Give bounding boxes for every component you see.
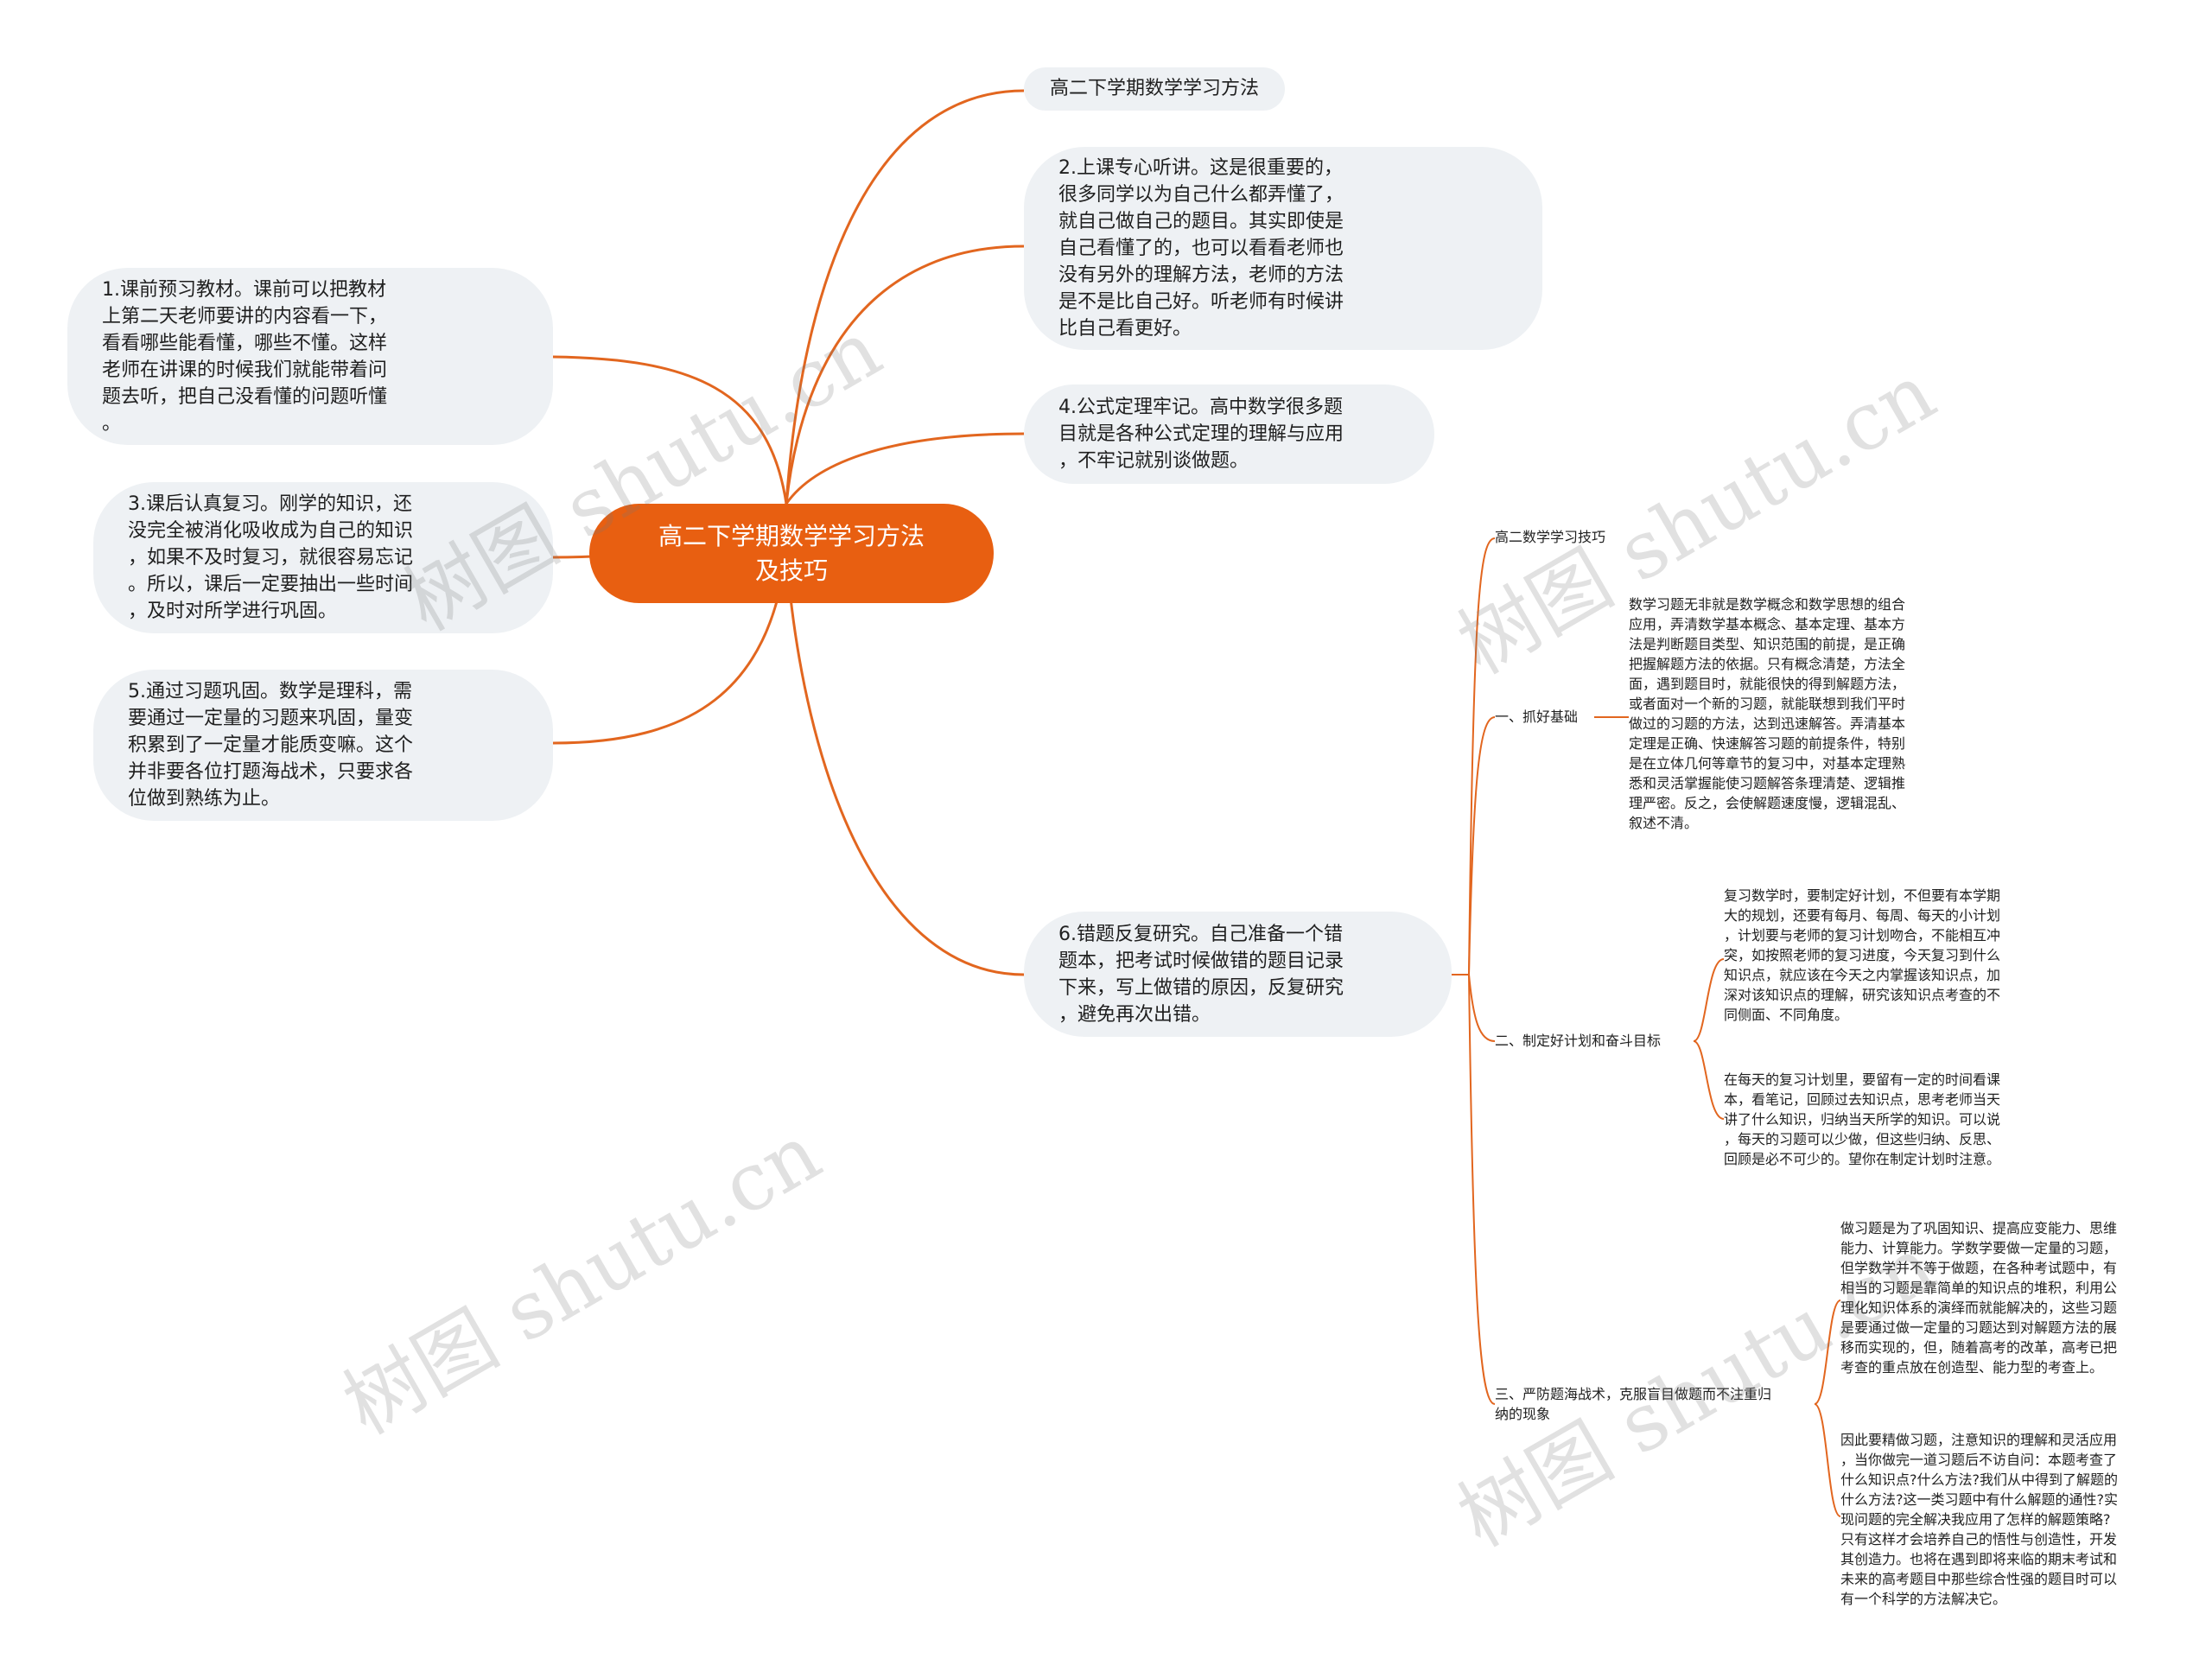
subtree-s2-label[interactable]: 二、制定好计划和奋斗目标 xyxy=(1495,1033,1662,1049)
branch-item4[interactable]: 4.公式定理牢记。高中数学很多题 目就是各种公式定理的理解与应用 ，不牢记就别谈… xyxy=(1024,384,1434,484)
link-s3-b xyxy=(1814,1403,1841,1517)
link-title-pill xyxy=(785,89,1025,505)
subtree-s3-text-a: 做习题是为了巩固知识、提高应变能力、思维 能力、计算能力。学数学要做一定量的习题… xyxy=(1840,1220,2118,1376)
branch-item3[interactable]: 3.课后认真复习。刚学的知识，还 没完全被消化吸收成为自己的知识 ，如果不及时复… xyxy=(93,482,553,633)
link-s3 xyxy=(1468,974,1496,1405)
link-s2-b xyxy=(1693,1040,1725,1120)
root-node[interactable]: 高二下学期数学学习方法 及技巧 xyxy=(589,504,994,603)
branch-item2[interactable]: 2.上课专心听讲。这是很重要的， 很多同学以为自己什么都弄懂了， 就自己做自己的… xyxy=(1024,147,1542,350)
link-s1 xyxy=(1468,716,1496,975)
link-item5 xyxy=(552,552,788,745)
subtree-s2-text-b: 在每天的复习计划里，要留有一定的时间看课 本，看笔记，回顾过去知识点，思考老师当… xyxy=(1724,1071,2001,1167)
branch-item1[interactable]: 1.课前预习教材。课前可以把教材 上第二天老师要讲的内容看一下， 看看哪些能看懂… xyxy=(67,268,553,445)
link-s3-a xyxy=(1814,1300,1841,1405)
branch-item6-text: 6.错题反复研究。自己准备一个错 题本，把考试时候做错的题目记录 下来，写上做错… xyxy=(1058,923,1344,1026)
branch-item5-text: 5.通过习题巩固。数学是理科，需 要通过一定量的习题来巩固，量变 积累到了一定量… xyxy=(128,681,414,810)
link-item6 xyxy=(785,552,1025,976)
link-item4 xyxy=(785,432,1025,505)
root-title: 高二下学期数学学习方法 及技巧 xyxy=(658,521,925,585)
link-subtree-head xyxy=(1468,537,1496,975)
link-item2 xyxy=(785,245,1025,505)
branch-title-pill[interactable]: 高二下学期数学学习方法 xyxy=(1024,67,1286,111)
link-item1 xyxy=(552,355,788,505)
branch-item6[interactable]: 6.错题反复研究。自己准备一个错 题本，把考试时候做错的题目记录 下来，写上做错… xyxy=(1024,912,1452,1037)
subtree-s1-text: 数学习题无非就是数学概念和数学思想的组合 应用，弄清数学基本概念、基本定理、基本… xyxy=(1629,596,1906,831)
branch-item4-text: 4.公式定理牢记。高中数学很多题 目就是各种公式定理的理解与应用 ，不牢记就别谈… xyxy=(1058,397,1344,472)
link-s2-a xyxy=(1693,958,1725,1042)
subtree-s1-label[interactable]: 一、抓好基础 xyxy=(1495,709,1579,725)
branch-item5[interactable]: 5.通过习题巩固。数学是理科，需 要通过一定量的习题来巩固，量变 积累到了一定量… xyxy=(93,670,553,821)
branch-item3-text: 3.课后认真复习。刚学的知识，还 没完全被消化吸收成为自己的知识 ，如果不及时复… xyxy=(128,493,414,622)
subtree-s3-text-b: 因此要精做习题，注意知识的理解和灵活应用 ，当你做完一道习题后不访自问：本题考查… xyxy=(1840,1432,2118,1607)
subtree-s3-label[interactable]: 三、严防题海战术，克服盲目做题而不注重归 纳的现象 xyxy=(1495,1386,1772,1422)
branch-item1-text: 1.课前预习教材。课前可以把教材 上第二天老师要讲的内容看一下， 看看哪些能看懂… xyxy=(102,278,388,435)
link-s2 xyxy=(1468,974,1496,1042)
branch-item2-text: 2.上课专心听讲。这是很重要的， 很多同学以为自己什么都弄懂了， 就自己做自己的… xyxy=(1058,157,1344,340)
subtree-s2-text-a: 复习数学时，要制定好计划，不但要有本学期 大的规划，还要有每月、每周、每天的小计… xyxy=(1724,887,2001,1023)
branch-title-pill-text: 高二下学期数学学习方法 xyxy=(1050,78,1260,99)
subtree-head[interactable]: 高二数学学习技巧 xyxy=(1495,529,1606,545)
